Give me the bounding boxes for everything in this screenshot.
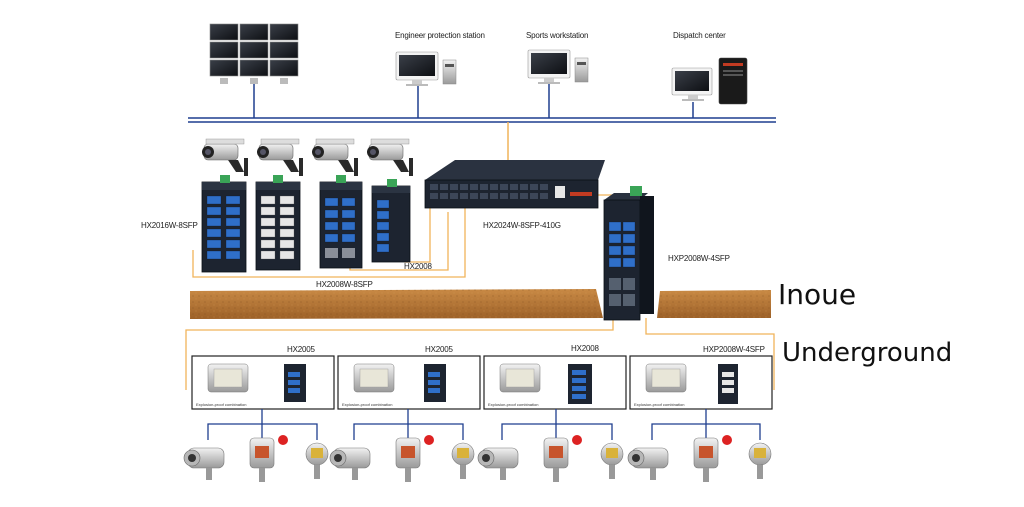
din-switch-hx2016 [201, 175, 247, 273]
sensor-group-1 [183, 435, 329, 482]
dispatch-center-computer [671, 57, 748, 118]
box-caption-4: Explosion-proof combination [634, 402, 685, 407]
din-switch-hx2008w-a [255, 175, 301, 271]
gas-detector-1 [249, 435, 288, 482]
box-caption-3: Explosion-proof combination [488, 402, 539, 407]
explosion-proof-camera-1 [183, 447, 225, 480]
sensor-probe-3 [600, 442, 624, 479]
zone-label-underground: Underground [782, 338, 953, 368]
explosion-proof-box-3 [483, 355, 627, 410]
camera-2 [257, 138, 303, 176]
camera-3 [312, 138, 358, 176]
sensor-probe-4 [748, 442, 772, 479]
sensor-links [207, 409, 761, 440]
explosion-proof-camera-4 [627, 447, 669, 480]
sensor-group-4 [627, 435, 772, 482]
sensor-probe-2 [451, 442, 475, 479]
sports-workstation-computer [527, 49, 589, 118]
ground-layer [190, 289, 771, 319]
video-wall [209, 23, 299, 118]
box-title-2: HX2005 [425, 345, 453, 354]
box-title-3: HX2008 [571, 344, 599, 353]
label-hx2024w-8sfp-410g: HX2024W-8SFP-410G [483, 221, 561, 230]
network-bus [188, 117, 776, 160]
sensor-group-2 [329, 435, 475, 482]
core-rack-switch [424, 160, 605, 209]
video-wall-screens [209, 23, 299, 77]
sensor-group-3 [477, 435, 624, 482]
camera-1 [202, 138, 248, 176]
gas-detector-4 [693, 435, 732, 482]
explosion-proof-box-2 [337, 355, 481, 410]
engineer-station-computer [395, 51, 457, 118]
box-caption-1: Explosion-proof combination [196, 402, 247, 407]
hxp-din-switch-main [603, 186, 654, 321]
box-title-1: HX2005 [287, 345, 315, 354]
label-hxp2008w-4sfp: HXP2008W-4SFP [668, 254, 730, 263]
camera-group [202, 138, 413, 176]
box-caption-2: Explosion-proof combination [342, 402, 393, 407]
din-switch-hx2008 [371, 179, 411, 263]
box-title-4: HXP2008W-4SFP [703, 345, 765, 354]
explosion-proof-camera-3 [477, 447, 519, 480]
label-hx2008: HX2008 [404, 262, 432, 271]
label-dispatch-center: Dispatch center [673, 31, 726, 40]
sensor-probe-1 [305, 442, 329, 479]
explosion-proof-box-1 [191, 355, 335, 410]
label-engineer-station: Engineer protection station [395, 31, 485, 40]
din-switch-hx2008w-b [319, 175, 363, 269]
camera-4 [367, 138, 413, 176]
label-sports-workstation: Sports workstation [526, 31, 589, 40]
gas-detector-2 [395, 435, 434, 482]
explosion-proof-box-4 [629, 355, 773, 410]
explosion-proof-camera-2 [329, 447, 371, 480]
gas-detector-3 [543, 435, 582, 482]
label-hx2008w-8sfp: HX2008W-8SFP [316, 280, 373, 289]
zone-label-inoue: Inoue [778, 278, 857, 311]
label-hx2016w-8sfp: HX2016W-8SFP [141, 221, 198, 230]
